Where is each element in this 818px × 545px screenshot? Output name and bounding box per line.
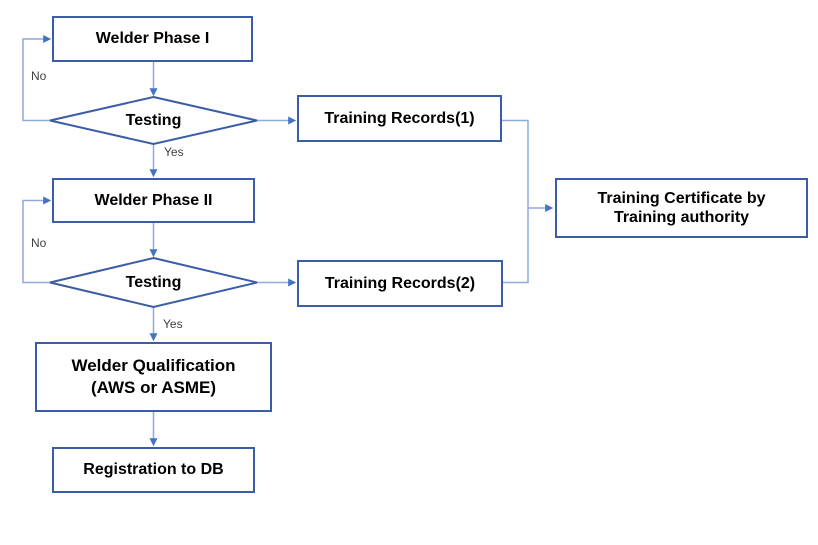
node-welder-phase-2: Welder Phase II bbox=[52, 178, 255, 223]
edge-records-join-spine bbox=[502, 119, 529, 284]
edge-testing1-no-loop bbox=[22, 35, 52, 122]
node-registration-to-db-label: Registration to DB bbox=[83, 461, 224, 479]
node-training-records-1: Training Records(1) bbox=[297, 95, 502, 142]
edge-testing2-no-loop bbox=[22, 196, 52, 284]
node-welder-phase-1: Welder Phase I bbox=[52, 16, 253, 62]
edge-label-testing1-yes: Yes bbox=[164, 145, 184, 159]
decision-testing2-shape bbox=[49, 256, 258, 309]
edge-label-testing2-no: No bbox=[31, 236, 47, 250]
edge-label-testing2-yes: Yes bbox=[163, 317, 183, 331]
node-registration-to-db: Registration to DB bbox=[52, 447, 255, 493]
node-training-certificate: Training Certificate by Training authori… bbox=[555, 178, 808, 238]
node-welder-qualification-line2: (AWS or ASME) bbox=[91, 378, 216, 397]
node-training-records-1-label: Training Records(1) bbox=[324, 109, 475, 127]
node-training-records-2-label: Training Records(2) bbox=[324, 274, 476, 292]
node-training-certificate-line2: Training authority bbox=[613, 209, 750, 226]
node-welder-phase-1-label: Welder Phase I bbox=[95, 30, 210, 48]
node-welder-phase-2-label: Welder Phase II bbox=[94, 191, 213, 209]
node-training-certificate-line1: Training Certificate by bbox=[597, 189, 766, 207]
decision-testing1-shape bbox=[49, 95, 258, 146]
node-welder-qualification-line1: Welder Qualification bbox=[71, 355, 236, 375]
node-training-records-2: Training Records(2) bbox=[297, 260, 503, 307]
edge-label-testing1-no: No bbox=[31, 69, 47, 83]
node-welder-qualification: Welder Qualification (AWS or ASME) bbox=[35, 342, 272, 412]
